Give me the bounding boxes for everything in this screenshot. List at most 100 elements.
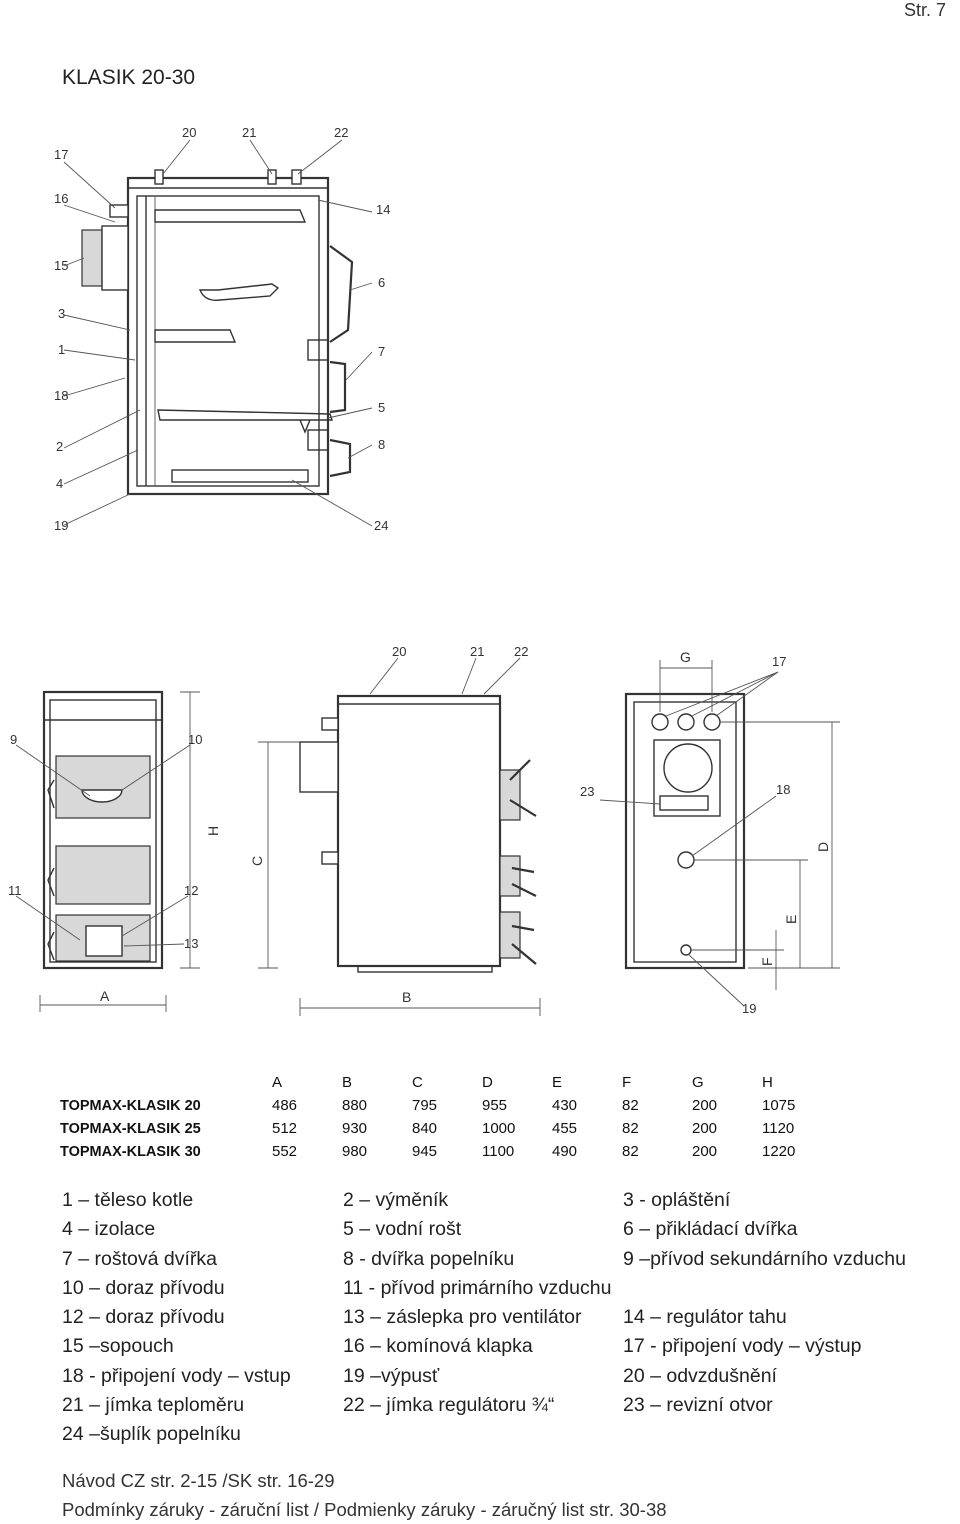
footer-warranty-pages: Podmínky záruky - záruční list / Podmien… bbox=[62, 1499, 667, 1520]
table-row: TOPMAX-KLASIK 25 512 930 840 1000 455 82… bbox=[60, 1117, 832, 1140]
svg-text:17: 17 bbox=[772, 654, 786, 669]
table-cell: 82 bbox=[622, 1097, 639, 1114]
svg-text:13: 13 bbox=[184, 936, 198, 951]
table-cell: 200 bbox=[692, 1097, 718, 1114]
svg-text:23: 23 bbox=[580, 784, 594, 799]
svg-text:18: 18 bbox=[54, 388, 68, 403]
dimensions-table: A B C D E F G H TOPMAX-KLASIK 20 486 880… bbox=[60, 1071, 832, 1163]
table-cell: 880 bbox=[342, 1097, 368, 1114]
parts-legend: 1 – těleso kotle 2 – výměník 3 - opláště… bbox=[62, 1186, 952, 1450]
legend-item: 8 - dvířka popelníku bbox=[343, 1247, 515, 1270]
legend-item: 23 – revizní otvor bbox=[623, 1394, 773, 1417]
table-row: TOPMAX-KLASIK 30 552 980 945 1100 490 82… bbox=[60, 1140, 832, 1163]
table-header: F bbox=[622, 1074, 632, 1091]
side-view: C B 20 21 22 bbox=[249, 644, 541, 1016]
legend-item: 21 – jímka teploměru bbox=[62, 1394, 245, 1417]
model-name: TOPMAX-KLASIK 20 bbox=[60, 1097, 201, 1114]
svg-text:8: 8 bbox=[378, 437, 385, 452]
legend-item: 19 –výpusť bbox=[343, 1364, 440, 1387]
svg-text:E: E bbox=[783, 915, 799, 924]
legend-item: 6 – přikládací dvířka bbox=[623, 1218, 798, 1241]
table-header: A bbox=[272, 1074, 283, 1091]
svg-text:12: 12 bbox=[184, 883, 198, 898]
legend-item: 10 – doraz přívodu bbox=[62, 1276, 225, 1299]
table-cell: 840 bbox=[412, 1120, 438, 1137]
legend-item: 1 – těleso kotle bbox=[62, 1189, 194, 1211]
table-header: E bbox=[552, 1074, 563, 1091]
table-cell: 200 bbox=[692, 1120, 718, 1137]
table-cell: 945 bbox=[412, 1143, 438, 1160]
legend-item: 12 – doraz přívodu bbox=[62, 1306, 225, 1329]
svg-text:9: 9 bbox=[10, 732, 17, 747]
table-cell: 980 bbox=[342, 1143, 368, 1160]
legend-item: 5 – vodní rošt bbox=[343, 1218, 462, 1241]
table-cell: 795 bbox=[412, 1097, 438, 1114]
svg-text:A: A bbox=[100, 988, 110, 1004]
table-header: H bbox=[762, 1074, 773, 1091]
table-header: D bbox=[482, 1074, 493, 1091]
table-header: B bbox=[342, 1074, 353, 1091]
legend-item: 2 – výměník bbox=[343, 1189, 449, 1211]
boiler-technical-drawing: 20 21 22 17 16 15 3 1 18 2 4 19 14 6 7 5… bbox=[8, 125, 840, 1016]
table-header: G bbox=[692, 1074, 704, 1091]
table-cell: 455 bbox=[552, 1120, 578, 1137]
section-view: 20 21 22 17 16 15 3 1 18 2 4 19 14 6 7 5… bbox=[54, 125, 390, 533]
page-number: Str. 7 bbox=[903, 0, 946, 20]
table-header-empty bbox=[60, 1071, 272, 1094]
svg-text:B: B bbox=[402, 989, 411, 1005]
svg-text:7: 7 bbox=[378, 344, 385, 359]
svg-text:17: 17 bbox=[54, 147, 68, 162]
legend-item: 16 – komínová klapka bbox=[343, 1335, 533, 1358]
table-cell: 486 bbox=[272, 1097, 298, 1114]
table-cell: 930 bbox=[342, 1120, 368, 1137]
svg-text:22: 22 bbox=[514, 644, 528, 659]
legend-item: 20 – odvzdušnění bbox=[623, 1364, 777, 1387]
svg-text:24: 24 bbox=[374, 518, 388, 533]
legend-item: 7 – roštová dvířka bbox=[62, 1247, 217, 1270]
table-cell: 200 bbox=[692, 1143, 718, 1160]
svg-text:11: 11 bbox=[8, 883, 22, 898]
table-cell: 1120 bbox=[762, 1120, 795, 1137]
legend-item: 17 - připojení vody – výstup bbox=[623, 1335, 862, 1358]
legend-item: 4 – izolace bbox=[62, 1218, 156, 1241]
svg-text:C: C bbox=[249, 856, 265, 866]
svg-text:10: 10 bbox=[188, 732, 202, 747]
front-view: H A 9 10 11 12 13 bbox=[8, 690, 221, 1012]
model-name: TOPMAX-KLASIK 25 bbox=[60, 1120, 201, 1137]
table-cell: 552 bbox=[272, 1143, 298, 1160]
svg-text:5: 5 bbox=[378, 400, 385, 415]
table-cell: 82 bbox=[622, 1143, 639, 1160]
legend-item: 9 –přívod sekundárního vzduchu bbox=[623, 1247, 906, 1270]
svg-text:6: 6 bbox=[378, 275, 385, 290]
page-title: KLASIK 20-30 bbox=[62, 66, 196, 89]
svg-text:18: 18 bbox=[776, 782, 790, 797]
svg-text:2: 2 bbox=[56, 439, 63, 454]
table-cell: 490 bbox=[552, 1143, 578, 1160]
table-header: C bbox=[412, 1074, 423, 1091]
svg-text:4: 4 bbox=[56, 476, 63, 491]
legend-item: 14 – regulátor tahu bbox=[623, 1306, 787, 1329]
svg-text:22: 22 bbox=[334, 125, 348, 140]
svg-text:19: 19 bbox=[742, 1001, 756, 1016]
table-cell: 1075 bbox=[762, 1097, 796, 1114]
svg-text:21: 21 bbox=[470, 644, 484, 659]
legend-item: 22 – jímka regulátoru ¾“ bbox=[343, 1394, 555, 1417]
svg-text:15: 15 bbox=[54, 258, 68, 273]
model-name: TOPMAX-KLASIK 30 bbox=[60, 1143, 201, 1160]
svg-text:F: F bbox=[759, 957, 775, 966]
legend-item: 11 - přívod primárního vzduchu bbox=[343, 1276, 612, 1299]
svg-text:D: D bbox=[815, 842, 831, 852]
table-cell: 1220 bbox=[762, 1143, 796, 1160]
table-cell: 1000 bbox=[482, 1120, 516, 1137]
svg-text:20: 20 bbox=[392, 644, 406, 659]
svg-text:G: G bbox=[680, 649, 691, 665]
footer-manual-pages: Návod CZ str. 2-15 /SK str. 16-29 bbox=[62, 1470, 335, 1491]
svg-text:19: 19 bbox=[54, 518, 68, 533]
legend-item: 13 – záslepka pro ventilátor bbox=[343, 1306, 582, 1329]
legend-item: 15 –sopouch bbox=[62, 1335, 174, 1358]
table-cell: 82 bbox=[622, 1120, 639, 1137]
svg-text:14: 14 bbox=[376, 202, 390, 217]
legend-item: 24 –šuplík popelníku bbox=[62, 1423, 241, 1446]
svg-text:16: 16 bbox=[54, 191, 68, 206]
svg-text:21: 21 bbox=[242, 125, 256, 140]
